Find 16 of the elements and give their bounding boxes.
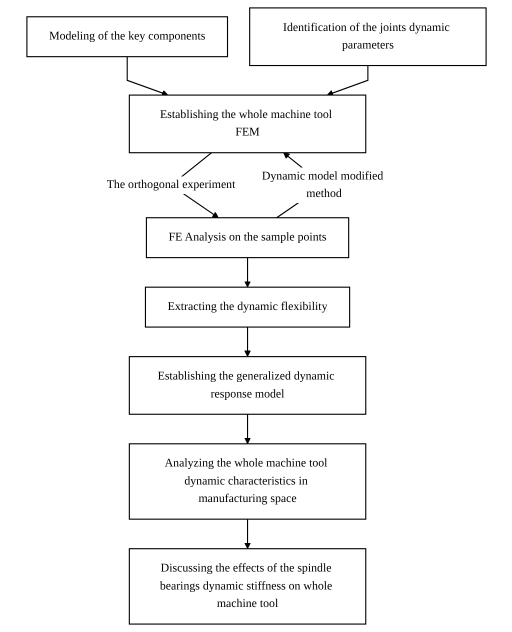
node-box: Identification of the joints dynamic parameters [248, 7, 486, 66]
arrow [326, 66, 368, 96]
edge-label: Dynamic model modified method [261, 170, 383, 200]
node-box: Analyzing the whole machine tool dynamic characteristics in manufacturing space [128, 443, 366, 520]
arrow [126, 56, 168, 96]
node-box: Establishing the whole machine tool FEM [128, 94, 366, 154]
node-box: Establishing the generalized dynamic response model [128, 356, 366, 415]
node-box: FE Analysis on the sample points [145, 217, 349, 258]
arrow [244, 258, 250, 288]
edge-label: The orthogonal experiment [106, 178, 235, 192]
node-box: Discussing the effects of the spindle bearings dynamic stiffness on whole machine tool [128, 548, 366, 625]
node-box: Extracting the dynamic flexibility [144, 286, 350, 328]
node-box: Modeling of the key components [26, 16, 228, 58]
arrow [244, 327, 250, 357]
arrow [244, 414, 250, 444]
arrow [244, 519, 250, 549]
